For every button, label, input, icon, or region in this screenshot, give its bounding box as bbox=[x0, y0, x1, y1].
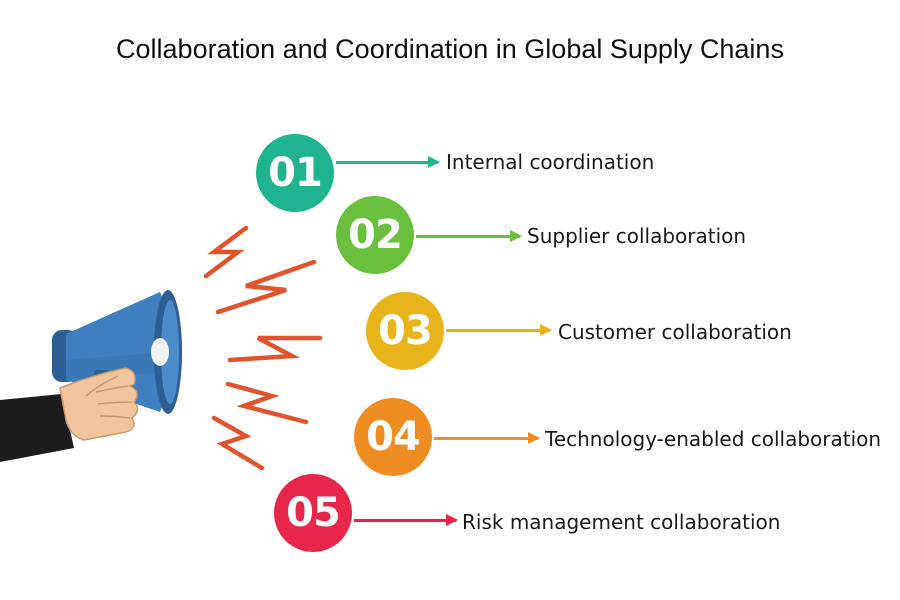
number-badge-04: 04 bbox=[354, 398, 432, 476]
lightning-bolt-icon bbox=[203, 225, 323, 471]
page-title: Collaboration and Coordination in Global… bbox=[116, 34, 784, 64]
item-label-03: Customer collaboration bbox=[558, 320, 792, 344]
number-badge-02: 02 bbox=[336, 196, 414, 274]
item-label-04: Technology-enabled collaboration bbox=[545, 427, 882, 451]
number-badge-01: 01 bbox=[256, 134, 334, 212]
arrow-icon bbox=[416, 230, 522, 242]
item-label-05: Risk management collaboration bbox=[462, 510, 781, 534]
arrow-icon bbox=[336, 156, 440, 168]
item-label-02: Supplier collaboration bbox=[527, 224, 747, 248]
arrow-icon bbox=[434, 432, 540, 444]
number-badge-03: 03 bbox=[366, 292, 444, 370]
arrow-icon bbox=[354, 514, 458, 526]
hand-icon bbox=[0, 367, 139, 462]
item-label-01: Internal coordination bbox=[446, 150, 655, 174]
megaphone-illustration bbox=[0, 225, 323, 471]
arrow-icon bbox=[446, 324, 552, 336]
number-badge-05: 05 bbox=[274, 474, 352, 552]
